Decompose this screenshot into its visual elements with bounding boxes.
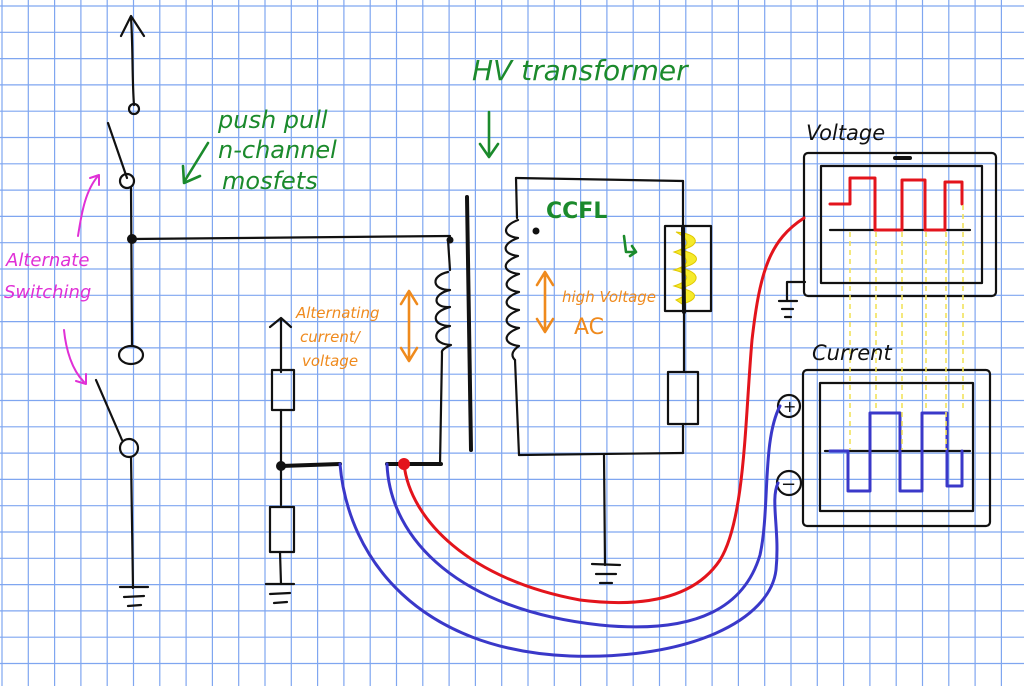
alternate-arrow-up [77,174,100,237]
wire-to-primary-top [130,234,452,241]
resistor-secondary [666,370,700,426]
transformer-arrow [478,110,500,159]
current-scope-screen [818,381,975,513]
voltage-scope-frame [802,151,998,298]
voltage-scope-ground [777,280,807,319]
secondary-top-wire [514,176,685,183]
current-sense-lead [279,462,342,468]
ccfl-lamp [663,224,713,313]
label-current: current/ [300,328,362,346]
upper-switch-blade [106,121,129,180]
middle-terminal [117,344,145,366]
mosfet-arrow [181,141,210,185]
secondary-circuit [504,176,713,585]
annotations: push pull n-channel mosfets HV transform… [4,54,892,385]
label-alternate: Alternate [5,250,89,271]
voltage-trace [828,176,964,232]
top-terminal [127,102,141,116]
primary-double-arrow [399,289,419,363]
timing-guides [849,205,964,450]
current-trace [828,411,964,493]
current-probe-cable-negative [338,462,780,658]
secondary-bottom-wire [517,451,685,457]
voltage-scope-screen [819,164,984,285]
ground-symbol-secondary [590,562,622,585]
label-high-voltage: high Voltage [562,288,656,306]
resistor-lower [268,505,296,554]
label-push-pull-2: n-channel [218,136,337,164]
ground-symbol-mid [264,582,296,605]
label-current-scope: Current [812,341,892,365]
lower-switch-blade [94,378,124,442]
branch-arrow [268,316,293,374]
mosfet-switch-stack [94,14,452,608]
probe-cables [338,216,806,658]
label-ac: AC [574,315,604,340]
voltage-probe-cable [402,216,806,605]
plus-sign: + [783,397,796,416]
current-scope: + − [775,368,992,528]
positive-input-terminal [776,393,802,419]
ccfl-arrow [622,234,638,258]
supply-arrow [119,14,146,107]
current-scope-frame [801,368,992,528]
secondary-double-arrow [535,270,555,334]
label-push-pull-3: mosfets [222,167,318,195]
label-voltage-scope: Voltage [806,121,885,145]
primary-circuit [264,195,473,605]
current-probe-cable-positive [385,404,782,629]
minus-sign: − [781,474,796,495]
lower-switch-pivot [118,437,140,459]
upper-switch-pivot [118,172,136,190]
label-switching: Switching [4,282,91,303]
label-ccfl: CCFL [546,199,607,224]
label-voltage-primary: voltage [302,352,358,370]
alternate-arrow-down [63,329,87,385]
resistor-upper [270,368,296,412]
transformer-core [465,195,473,452]
primary-coil [434,270,453,355]
ground-symbol-left [118,585,150,608]
label-alternating: Alternating [295,304,379,322]
label-hv-transformer: HV transformer [472,54,689,87]
secondary-coil [504,218,521,362]
label-push-pull-1: push pull [217,106,328,134]
voltage-scope [777,151,998,319]
